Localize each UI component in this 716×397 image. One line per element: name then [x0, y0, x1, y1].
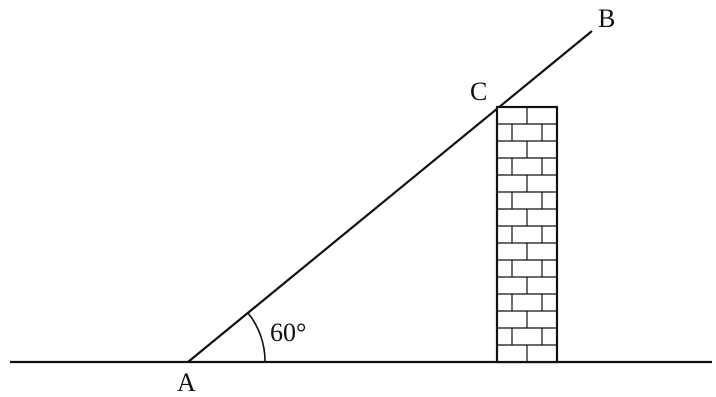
brick-wall [495, 105, 559, 364]
angle-label: 60° [270, 318, 306, 347]
line-ab [187, 30, 593, 363]
brick-courses [497, 107, 557, 362]
angle-arc [247, 312, 266, 363]
label-c: C [470, 77, 487, 106]
label-a: A [177, 368, 196, 397]
label-b: B [598, 4, 615, 33]
